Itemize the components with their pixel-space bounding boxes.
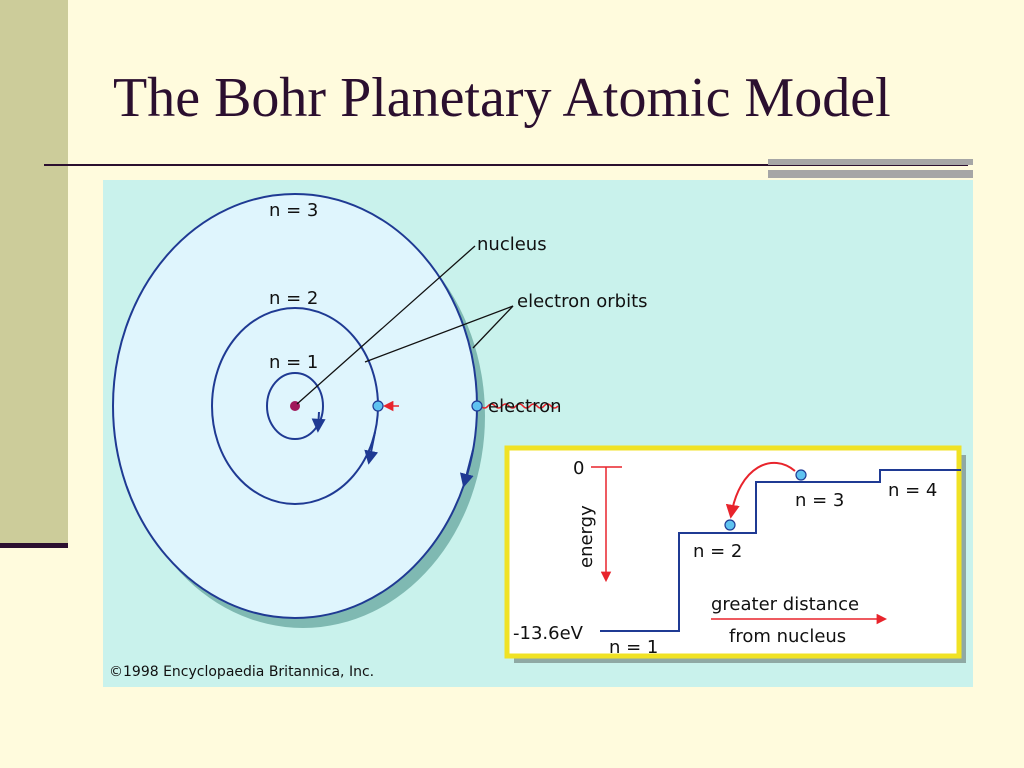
rule-accent-bottom — [768, 170, 973, 178]
energy-level-n2: n = 2 — [693, 541, 742, 562]
callout-electron: electron — [488, 396, 562, 417]
inset-electron-n2 — [724, 519, 736, 531]
energy-zero-label: 0 — [573, 458, 584, 479]
left-accent-band — [0, 0, 68, 543]
electron-inner — [372, 400, 384, 412]
energy-level-inset: 0 energy -13.6eV n = 1 n = 2 n = 3 n = 4… — [504, 445, 966, 663]
orbit-label-n2: n = 2 — [269, 288, 318, 309]
energy-staircase — [600, 469, 961, 632]
rule-accent-top — [768, 159, 973, 165]
orbit-label-n3: n = 3 — [269, 200, 318, 221]
photon-wave — [473, 403, 559, 409]
energy-bottom-label: -13.6eV — [513, 623, 584, 644]
energy-level-n1: n = 1 — [609, 637, 658, 658]
nucleus-pointer-line — [296, 245, 476, 405]
energy-axis-label: energy — [576, 505, 597, 568]
orbit-n3-direction-arrow — [460, 449, 474, 488]
inset-electron-n3 — [795, 469, 807, 481]
orbit-n1-direction-arrow — [311, 411, 326, 433]
bohr-diagram-svg: n = 3 n = 2 n = 1 nucleus electron orbit… — [103, 180, 973, 687]
callout-nucleus: nucleus — [477, 234, 547, 255]
distance-label-line1: greater distance — [711, 594, 859, 615]
callout-electron-orbits: electron orbits — [517, 291, 648, 312]
orbit-label-n1: n = 1 — [269, 352, 318, 373]
copyright-notice: ©1998 Encyclopaedia Britannica, Inc. — [109, 664, 374, 680]
orbit-n2-direction-arrow — [364, 431, 379, 465]
energy-level-n4: n = 4 — [888, 480, 937, 501]
transition-arrow — [725, 461, 796, 519]
slide-title: The Bohr Planetary Atomic Model — [113, 67, 891, 129]
electron-outer — [471, 400, 483, 412]
distance-label-line2: from nucleus — [729, 626, 846, 647]
orbit-n1 — [266, 372, 324, 440]
orbit-pointer-line-outer — [472, 305, 514, 349]
energy-level-n3: n = 3 — [795, 490, 844, 511]
bohr-model-figure: n = 3 n = 2 n = 1 nucleus electron orbit… — [103, 180, 973, 687]
left-accent-foot — [0, 543, 68, 548]
title-rule — [44, 164, 968, 166]
orbit-pointer-line-inner — [364, 305, 514, 363]
